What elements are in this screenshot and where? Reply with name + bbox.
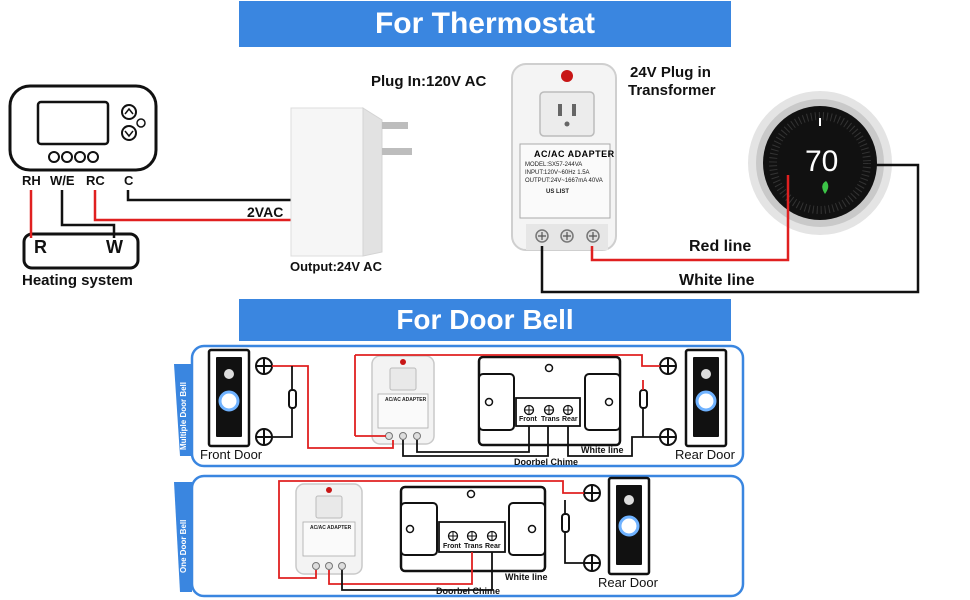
chime-terminal-rear-multi: Rear bbox=[562, 416, 578, 423]
c-wire bbox=[126, 190, 291, 202]
adapter-listing: US LIST bbox=[546, 189, 570, 195]
white-line-label: White line bbox=[679, 272, 755, 289]
terminal-rh-label: RH bbox=[22, 173, 41, 188]
adapter-title-multi: AC/AC ADAPTER bbox=[385, 397, 427, 403]
chime-label-multi: Doorbel Chime bbox=[514, 457, 579, 467]
transformer-label-line2: Transformer bbox=[628, 82, 716, 99]
one-side-tab bbox=[174, 482, 192, 592]
wire-2vac-label: 2VAC bbox=[247, 204, 284, 220]
chime-terminal-front-one: Front bbox=[443, 543, 461, 550]
multiple-side-tab bbox=[174, 364, 192, 456]
heating-system-box bbox=[22, 232, 140, 270]
adapter-title: AC/AC ADAPTER bbox=[534, 149, 615, 159]
we-wire bbox=[60, 190, 116, 238]
chime-terminal-trans-multi: Trans bbox=[541, 416, 560, 423]
ac-adapter-main bbox=[511, 63, 617, 251]
adapter-model: MODEL:SX57-244VA bbox=[525, 162, 583, 168]
nest-temperature: 70 bbox=[805, 145, 839, 178]
white-line-wire bbox=[540, 163, 920, 294]
chime-terminal-trans-one: Trans bbox=[464, 543, 483, 550]
heating-system-label: Heating system bbox=[22, 272, 133, 289]
multiple-side-label: Multiple Door Bell bbox=[179, 382, 188, 450]
heating-r-label: R bbox=[34, 237, 47, 257]
terminal-we-label: W/E bbox=[50, 173, 75, 188]
thermostat-banner: For Thermostat bbox=[239, 1, 731, 47]
chime-terminal-front-multi: Front bbox=[519, 416, 537, 423]
plug-in-label: Plug In:120V AC bbox=[371, 73, 487, 90]
terminal-c-label: C bbox=[124, 173, 134, 188]
rear-door-label-one: Rear Door bbox=[598, 575, 658, 590]
adapter-title-one: AC/AC ADAPTER bbox=[310, 525, 352, 531]
rear-door-label-multi: Rear Door bbox=[675, 447, 735, 462]
red-line-label: Red line bbox=[689, 238, 752, 255]
front-door-label: Front Door bbox=[200, 447, 263, 462]
chime-terminal-rear-one: Rear bbox=[485, 543, 501, 550]
adapter-input: INPUT:120V~60Hz 1.5A bbox=[525, 170, 590, 176]
one-side-label: One Door Bell bbox=[179, 519, 188, 573]
transformer-label-line1: 24V Plug in bbox=[630, 64, 711, 81]
red-line-wire bbox=[590, 175, 790, 262]
white-line-label-one: White line bbox=[505, 572, 548, 582]
heating-w-label: W bbox=[106, 237, 123, 257]
plug-transformer-side bbox=[290, 107, 412, 257]
adapter-output: OUTPUT:24V~1667mA 40VA bbox=[525, 178, 603, 184]
white-line-label-multi: White line bbox=[581, 445, 624, 455]
rc-wire bbox=[93, 190, 291, 222]
doorbell-banner: For Door Bell bbox=[239, 299, 731, 341]
chime-label-one: Doorbel Chime bbox=[436, 586, 501, 596]
thermostat-device bbox=[8, 84, 158, 172]
terminal-rc-label: RC bbox=[86, 173, 105, 188]
output-label: Output:24V AC bbox=[290, 259, 382, 274]
